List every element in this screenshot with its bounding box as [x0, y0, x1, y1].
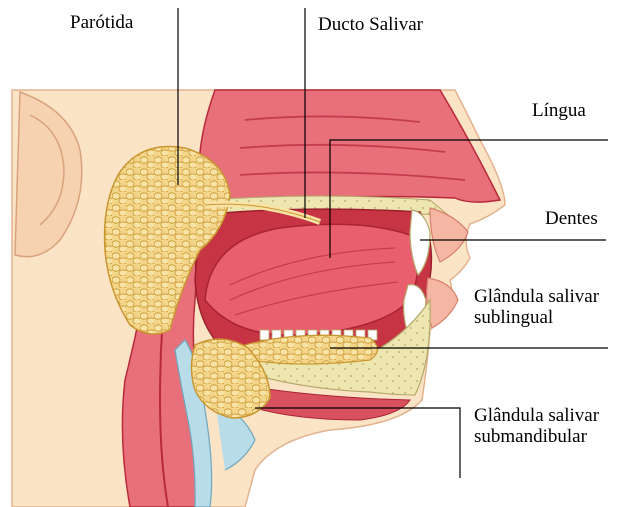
label-glandula-sublingual: Glândula salivar sublingual — [474, 286, 599, 328]
label-glandula-submandibular-line2: submandibular — [474, 426, 599, 447]
label-glandula-sublingual-line1: Glândula salivar — [474, 286, 599, 307]
label-glandula-submandibular-line1: Glândula salivar — [474, 405, 599, 426]
label-ducto-salivar: Ducto Salivar — [318, 14, 423, 35]
lower-lip — [427, 278, 458, 328]
label-glandula-sublingual-line2: sublingual — [474, 307, 599, 328]
label-lingua: Língua — [532, 100, 586, 121]
label-parotida: Parótida — [70, 12, 133, 33]
label-dentes: Dentes — [545, 208, 598, 229]
label-glandula-submandibular: Glândula salivar submandibular — [474, 405, 599, 447]
